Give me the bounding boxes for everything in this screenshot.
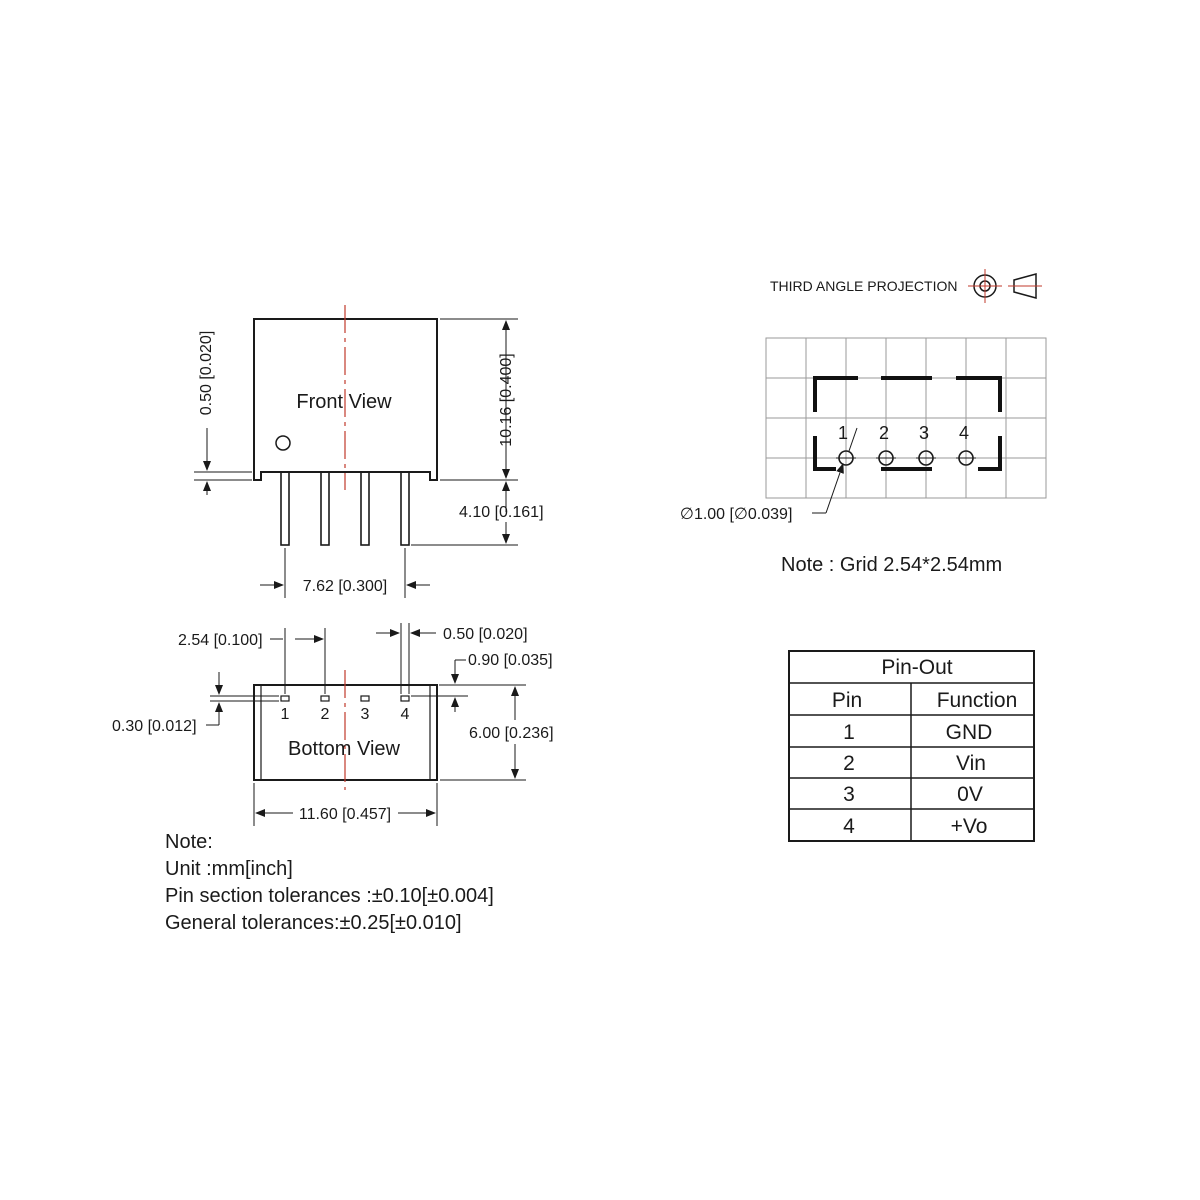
third-angle-projection-icon [968, 269, 1042, 303]
front-view [253, 318, 438, 546]
notes-title: Note: [165, 831, 213, 853]
front-pin-3 [360, 471, 370, 546]
bottom-pin-label-1: 1 [281, 706, 290, 723]
bottom-depth-dim [440, 684, 526, 781]
pinout-header-function: Function [937, 689, 1018, 712]
bottom-pin-thickness-dim [206, 672, 279, 726]
hole-leader [812, 427, 858, 514]
bottom-view-label: Bottom View [288, 738, 400, 760]
pinout-header-pin: Pin [832, 689, 862, 712]
bottom-pin-4 [400, 695, 410, 702]
front-pin-length-dim [411, 481, 518, 546]
pin1-marker-icon [275, 435, 291, 451]
front-pin-length-dim-label: 4.10 [0.161] [459, 504, 544, 521]
front-pin-4 [400, 471, 410, 546]
footprint-pin-label-4: 4 [959, 423, 969, 443]
pinout-table [788, 650, 1035, 842]
front-pin-span-dim [260, 548, 430, 598]
bottom-pin-label-3: 3 [361, 706, 370, 723]
bottom-pin-label-4: 4 [401, 706, 410, 723]
front-pin-span-dim-label: 7.62 [0.300] [303, 578, 388, 595]
pinout-row-4-function: +Vo [951, 815, 988, 838]
footprint-pin-label-2: 2 [879, 423, 889, 443]
hole-diameter-label: ∅1.00 [∅0.039] [680, 506, 792, 523]
pinout-row-1-function: GND [946, 721, 993, 744]
front-height-dim [440, 318, 518, 481]
footprint-pin-label-3: 3 [919, 423, 929, 443]
footprint-pin-label-1: 1 [838, 423, 848, 443]
pinout-row-4-pin: 4 [843, 815, 855, 838]
pinout-row-3-pin: 3 [843, 783, 855, 806]
front-pin-2 [320, 471, 330, 546]
bottom-pin-width-dim-label: 0.50 [0.020] [443, 626, 528, 643]
front-view-label: Front View [296, 391, 392, 413]
bottom-pin-width-dim [376, 623, 436, 694]
pinout-table-title: Pin-Out [881, 656, 952, 679]
footprint-grid [765, 337, 1047, 499]
bottom-pin-2 [320, 695, 330, 702]
front-standoff-dim [194, 428, 252, 495]
front-standoff-dim-label: 0.50 [0.020] [198, 331, 215, 416]
footprint-outline [813, 376, 1002, 471]
grid-note: Note : Grid 2.54*2.54mm [781, 554, 1002, 576]
notes-line-2: Pin section tolerances :±0.10[±0.004] [165, 885, 494, 907]
bottom-pitch-dim-label: 2.54 [0.100] [178, 632, 263, 649]
notes-line-1: Unit :mm[inch] [165, 858, 293, 880]
bottom-depth-dim-label: 6.00 [0.236] [469, 725, 554, 742]
front-height-dim-label: 10.16 [0.400] [498, 353, 515, 446]
pinout-row-3-function: 0V [957, 783, 983, 806]
pinout-row-2-pin: 2 [843, 752, 855, 775]
bottom-pin-label-2: 2 [321, 706, 330, 723]
footprint-holes [836, 450, 976, 466]
notes-line-3: General tolerances:±0.25[±0.010] [165, 912, 462, 934]
bottom-pin-1 [280, 695, 290, 702]
bottom-pin-3 [360, 695, 370, 702]
bottom-pin-thickness-dim-label: 0.30 [0.012] [112, 718, 197, 735]
front-pin-1 [280, 471, 290, 546]
bottom-length-dim-label: 11.60 [0.457] [299, 806, 391, 823]
projection-label: THIRD ANGLE PROJECTION [770, 278, 957, 294]
bottom-pitch-dim [270, 628, 326, 694]
bottom-length-dim [253, 783, 438, 826]
front-view-body [253, 318, 438, 481]
bottom-edge-offset-dim-label: 0.90 [0.035] [468, 652, 553, 669]
pinout-row-1-pin: 1 [843, 721, 855, 744]
pinout-row-2-function: Vin [956, 752, 986, 775]
